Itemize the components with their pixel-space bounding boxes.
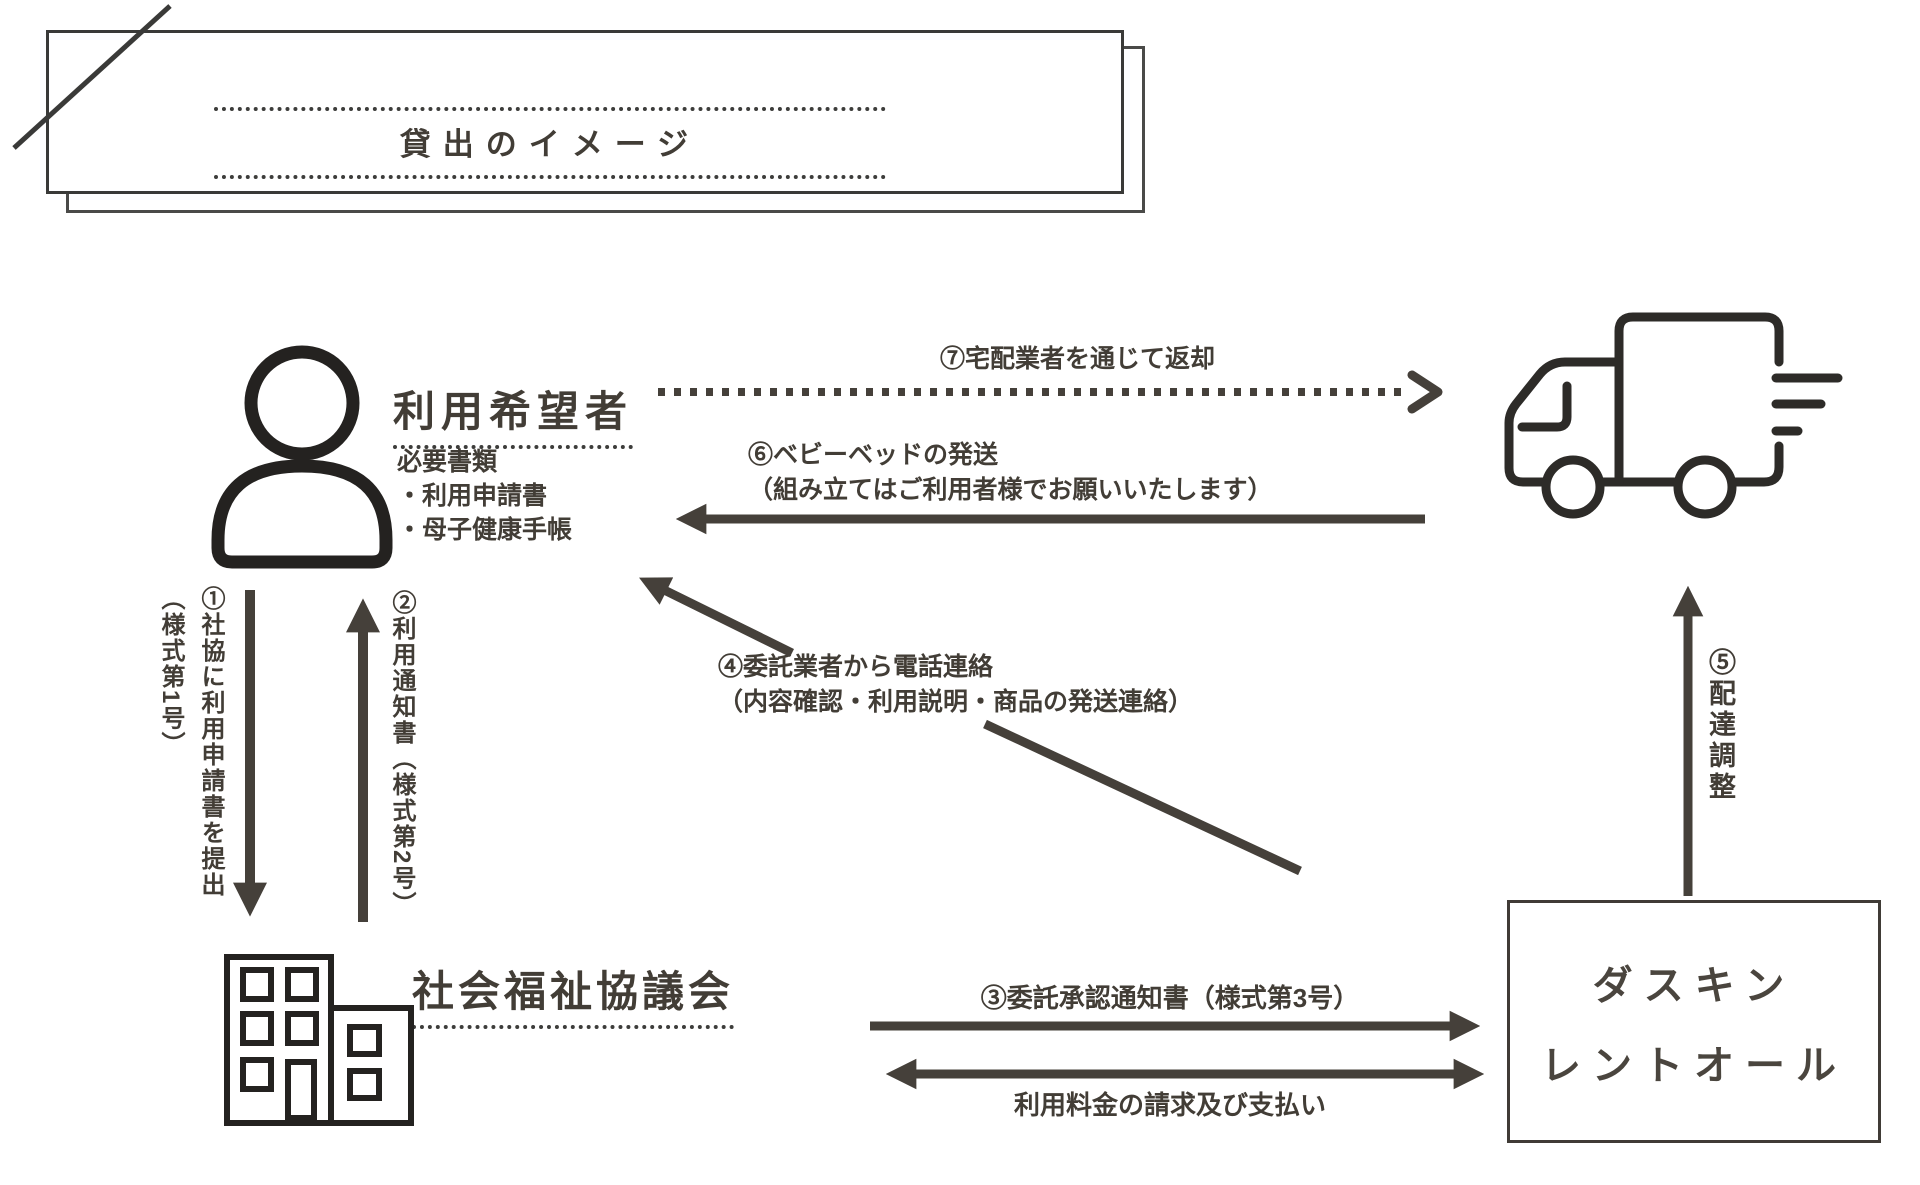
required-documents-list: 必要書類 ・利用申請書 ・母子健康手帳	[397, 445, 572, 547]
building-icon	[224, 954, 414, 1126]
user-label: 利用希望者	[393, 378, 634, 449]
step1-line2: （様式第1号）	[157, 586, 184, 758]
title-box: 貸出のイメージ	[46, 30, 1124, 194]
step5-label: ⑤配達調整	[1705, 648, 1735, 803]
truck-icon	[1504, 312, 1843, 519]
step6-line2: （組み立てはご利用者様でお願いいたします）	[748, 476, 1273, 504]
vendor-box: ダスキン レントオール	[1507, 900, 1881, 1143]
step7-label: ⑦宅配業者を通じて返却	[940, 345, 1216, 373]
step4-arrow-segment	[983, 719, 1302, 876]
person-icon	[211, 345, 393, 569]
required-documents-heading: 必要書類	[397, 448, 498, 476]
vendor-name-line2: レントオール	[1541, 1043, 1847, 1088]
title-dotted-rule-top	[214, 107, 886, 111]
step6-line1: ⑥ベビーベッドの発送	[748, 441, 999, 469]
step2-label: ②利用通知書（様式第2号）	[388, 590, 415, 918]
step6-label: ⑥ベビーベッドの発送 （組み立てはご利用者様でお願いいたします）	[748, 438, 1273, 508]
step4-line2: （内容確認・利用説明・商品の発送連絡）	[718, 688, 1194, 716]
step1-label: ①社協に利用申請書を提出 （様式第1号）	[150, 586, 230, 898]
required-document-item: ・利用申請書	[397, 482, 548, 510]
step1-line1: ①社協に利用申請書を提出	[197, 586, 224, 898]
council-label: 社会福祉協議会	[412, 958, 735, 1029]
step3-label: ③委託承認通知書（様式第3号）	[980, 983, 1360, 1013]
step4-arrow-head-segment	[639, 577, 794, 658]
title-dotted-rule-bottom	[214, 175, 886, 179]
diagram-title: 貸出のイメージ	[399, 127, 701, 162]
payment-label: 利用料金の請求及び支払い	[1013, 1090, 1326, 1120]
vendor-name-line1: ダスキン	[1592, 963, 1796, 1008]
step7-arrowhead	[1407, 370, 1443, 414]
step4-line1: ④委託業者から電話連絡	[718, 653, 994, 681]
step4-label: ④委託業者から電話連絡 （内容確認・利用説明・商品の発送連絡）	[718, 650, 1193, 720]
required-document-item: ・母子健康手帳	[397, 516, 573, 544]
